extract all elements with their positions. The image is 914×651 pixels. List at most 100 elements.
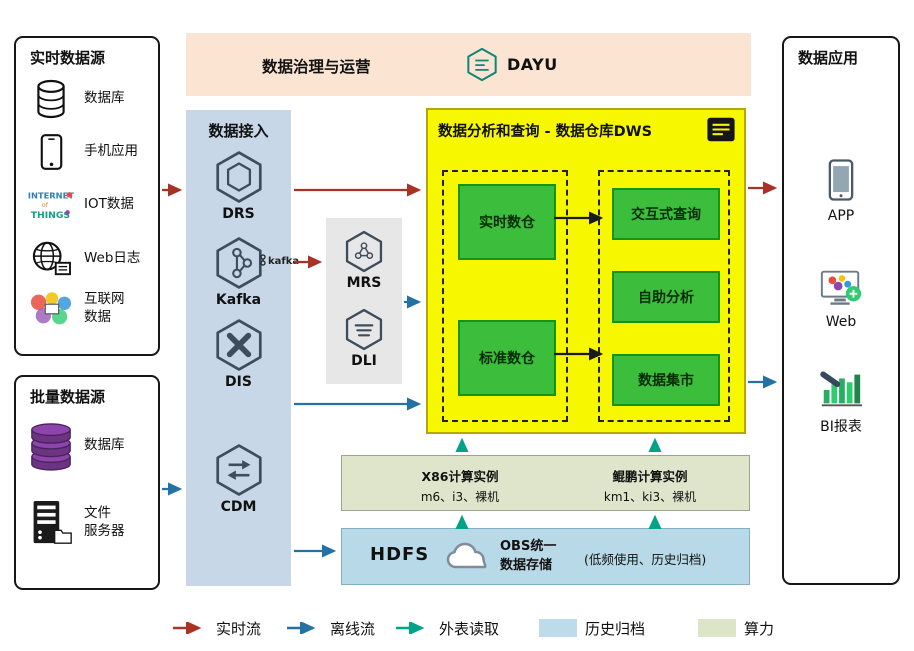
cdm-hexagon-icon — [215, 444, 262, 496]
legend-offline-flow: 离线流 — [286, 617, 375, 639]
service-kafka: kafka Kafka — [186, 236, 299, 308]
service-label: DIS — [225, 374, 252, 390]
svg-text:INTERNET: INTERNET — [28, 191, 74, 201]
bi-chart-icon — [820, 371, 863, 407]
kafka-hexagon-icon — [215, 237, 262, 289]
kunpeng-compute-title: 鲲鹏计算实例 — [612, 469, 688, 484]
source-item-database: 数据库 — [26, 78, 125, 120]
obs-storage-label: OBS统一 数据存储 — [500, 539, 557, 573]
source-item-batch-database: 数据库 — [26, 419, 125, 473]
source-item-file-server: 文件 服务器 — [26, 497, 125, 549]
realtime-sources-panel: 实时数据源 数据库 手机应用 — [14, 36, 160, 356]
database-icon — [26, 78, 76, 120]
svg-text:kafka: kafka — [268, 256, 299, 267]
legend-external-read: 外表读取 — [395, 617, 499, 639]
iot-wordcloud-icon: INTERNET of THINGS — [26, 186, 76, 224]
applications-title: 数据应用 — [798, 49, 859, 67]
kafka-wordmark-icon: kafka — [259, 252, 299, 272]
service-mrs: MRS — [326, 230, 402, 291]
app-item-web: Web — [784, 268, 898, 330]
legend-label: 算力 — [744, 619, 775, 638]
service-drs: DRS — [186, 150, 291, 222]
source-item-internet-data: 互联网 数据 — [26, 290, 125, 328]
ingestion-column: 数据接入 DRS kafka — [186, 110, 299, 586]
processing-box: MRS DLI — [326, 218, 402, 384]
governance-title: 数据治理与运营 — [262, 58, 371, 76]
source-item-mobile-app: 手机应用 — [26, 132, 138, 172]
web-monitor-icon — [820, 270, 862, 305]
batch-sources-panel: 批量数据源 数据库 — [14, 375, 160, 590]
source-label: 手机应用 — [84, 143, 138, 160]
storage-strip: HDFS OBS统一 数据存储 (低频使用、历史归档) — [341, 528, 750, 585]
red-arrow-icon — [173, 622, 202, 634]
app-phone-icon — [828, 159, 854, 201]
warehouse-group: 实时数仓 标准数仓 — [442, 170, 568, 422]
source-label: 互联网 数据 — [84, 291, 125, 325]
legend-label: 实时流 — [216, 619, 262, 638]
dayu-logo-text: DAYU — [507, 55, 558, 74]
source-label: 文件 服务器 — [84, 505, 125, 539]
dis-hexagon-icon — [215, 319, 262, 371]
dws-title: 数据分析和查询 - 数据仓库DWS — [438, 124, 653, 140]
x86-compute-title: X86计算实例 — [421, 469, 499, 484]
service-label: MRS — [346, 275, 382, 291]
service-label: Kafka — [215, 292, 262, 308]
drs-hexagon-icon — [215, 151, 262, 203]
legend-history-archive: 历史归档 — [539, 617, 645, 639]
app-item-bi-report: BI报表 — [784, 368, 898, 436]
svg-text:of: of — [42, 201, 49, 209]
obs-cloud-icon — [442, 539, 494, 577]
source-label: Web日志 — [84, 250, 141, 267]
dws-warehouse-box: 数据分析和查询 - 数据仓库DWS 实时数仓 标准数仓 交互式查询 自助分析 数… — [426, 108, 746, 434]
realtime-warehouse-box: 实时数仓 — [458, 184, 556, 260]
x86-compute-group: X86计算实例 m6、i3、裸机 — [380, 466, 540, 505]
legend-realtime-flow: 实时流 — [172, 617, 261, 639]
legend-label: 离线流 — [330, 619, 376, 638]
service-label: DRS — [222, 206, 255, 222]
applications-panel: 数据应用 APP Web — [782, 36, 900, 585]
app-label: APP — [827, 208, 855, 224]
realtime-sources-title: 实时数据源 — [30, 49, 106, 67]
compute-power-swatch — [698, 619, 736, 637]
interactive-query-box: 交互式查询 — [612, 188, 720, 240]
source-item-web-log: Web日志 — [26, 240, 140, 278]
service-label: DLI — [351, 353, 377, 369]
app-item-app: APP — [784, 158, 898, 224]
legend-compute-power: 算力 — [698, 617, 774, 639]
database-stack-icon — [26, 419, 76, 473]
file-server-icon — [26, 497, 76, 549]
dayu-logo: DAYU — [466, 47, 558, 82]
legend-label: 外表读取 — [439, 619, 500, 638]
kunpeng-compute-group: 鲲鹏计算实例 km1、ki3、裸机 — [570, 466, 730, 505]
service-cdm: CDM — [186, 443, 291, 515]
service-dis: DIS — [186, 318, 291, 390]
document-icon — [706, 116, 736, 147]
svg-text:THINGS: THINGS — [31, 210, 70, 221]
source-label: IOT数据 — [84, 196, 134, 213]
storage-note: (低频使用、历史归档) — [584, 552, 707, 567]
legend-label: 历史归档 — [585, 619, 646, 638]
app-label: Web — [825, 314, 857, 330]
standard-warehouse-box: 标准数仓 — [458, 320, 556, 396]
x86-compute-spec: m6、i3、裸机 — [420, 490, 500, 504]
internet-data-collage-icon — [26, 290, 76, 328]
compute-instances-strip: X86计算实例 m6、i3、裸机 鲲鹏计算实例 km1、ki3、裸机 — [341, 455, 750, 511]
data-mart-box: 数据集市 — [612, 354, 720, 406]
blue-arrow-icon — [287, 622, 316, 634]
globe-document-icon — [26, 240, 76, 278]
batch-sources-title: 批量数据源 — [30, 388, 106, 406]
service-dli: DLI — [326, 308, 402, 369]
dli-hexagon-icon — [345, 308, 383, 351]
self-service-analysis-box: 自助分析 — [612, 271, 720, 323]
dayu-hexagon-icon — [467, 47, 497, 82]
app-label: BI报表 — [820, 419, 862, 435]
ingestion-title: 数据接入 — [208, 122, 269, 140]
history-archive-swatch — [539, 619, 577, 637]
mrs-hexagon-icon — [345, 230, 383, 273]
query-group: 交互式查询 自助分析 数据集市 — [598, 170, 730, 422]
source-label: 数据库 — [84, 90, 125, 107]
governance-banner: 数据治理与运营 DAYU — [186, 33, 751, 96]
kunpeng-compute-spec: km1、ki3、裸机 — [603, 490, 697, 504]
smartphone-icon — [26, 132, 76, 172]
